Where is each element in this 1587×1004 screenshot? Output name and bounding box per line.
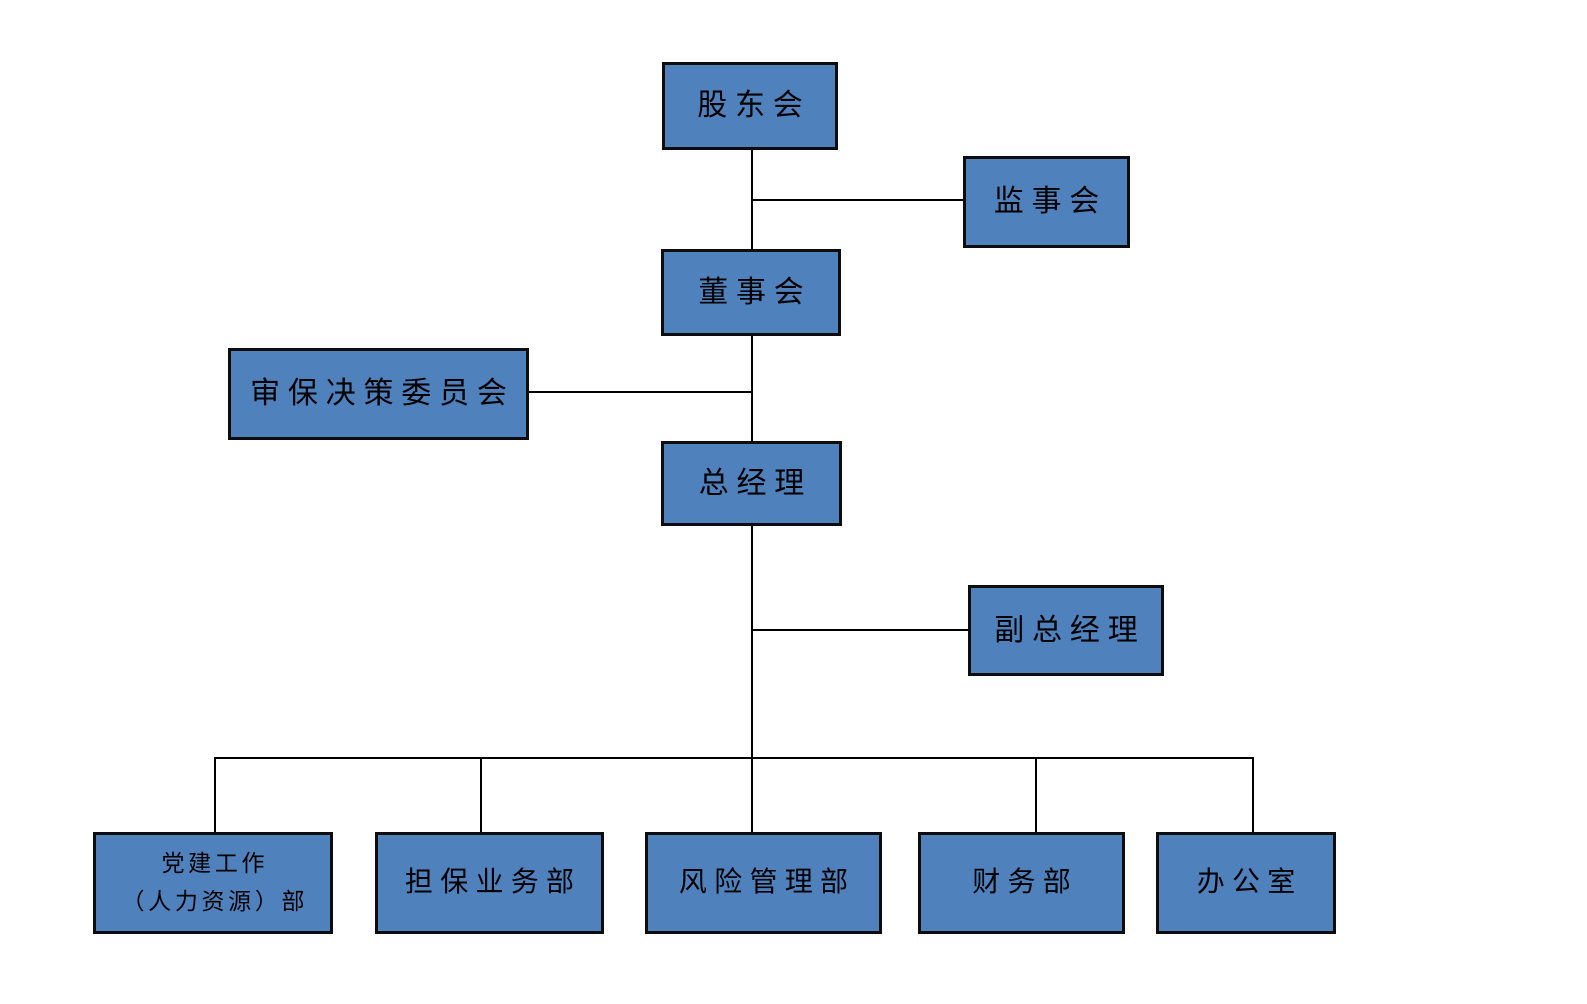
connector-general-manager-trunk [751,526,753,832]
node-shareholders-meeting: 股东会 [662,62,838,150]
connector-branch-deputy-general-manager [751,629,968,631]
node-risk-management-dept-label: 风险管理部 [678,867,856,899]
node-finance-dept: 财务部 [918,832,1125,934]
connector-drop-party-hr-dept [214,757,216,832]
node-party-building-hr-dept: 党建工作 （人力资源）部 [93,832,333,934]
node-party-building-hr-dept-label-line2: （人力资源）部 [121,889,309,914]
node-board-of-directors-label: 董事会 [698,275,812,309]
node-deputy-general-manager: 副总经理 [968,585,1164,676]
node-guarantee-business-dept: 担保业务部 [375,832,604,934]
node-general-manager: 总经理 [661,441,842,526]
node-guarantee-business-dept-label: 担保业务部 [404,867,582,899]
node-deputy-general-manager-label: 副总经理 [994,613,1146,647]
node-general-manager-label: 总经理 [698,466,813,500]
connector-department-bus [214,757,1254,759]
connector-branch-supervisory-board [751,199,963,201]
node-shareholders-meeting-label: 股东会 [697,89,811,122]
connector-drop-guarantee-business-dept [480,757,482,832]
node-finance-dept-label: 财务部 [972,867,1079,899]
connector-drop-general-office [1252,757,1254,832]
node-supervisory-board-label: 监事会 [993,185,1108,218]
node-risk-management-dept: 风险管理部 [645,832,882,934]
connector-drop-finance-dept [1035,757,1037,832]
node-review-guarantee-committee: 审保决策委员会 [228,348,529,440]
node-review-guarantee-committee-label: 审保决策委员会 [250,377,515,410]
node-party-building-hr-dept-label-line1: 党建工作 [161,851,269,877]
node-general-office-label: 办公室 [1196,867,1303,899]
node-board-of-directors: 董事会 [661,249,841,336]
connector-branch-review-committee [529,391,753,393]
connector-directors-general-manager [751,336,753,441]
node-supervisory-board: 监事会 [963,156,1130,248]
node-party-building-hr-dept-label: 党建工作 （人力资源）部 [118,850,308,915]
node-general-office: 办公室 [1156,832,1336,934]
